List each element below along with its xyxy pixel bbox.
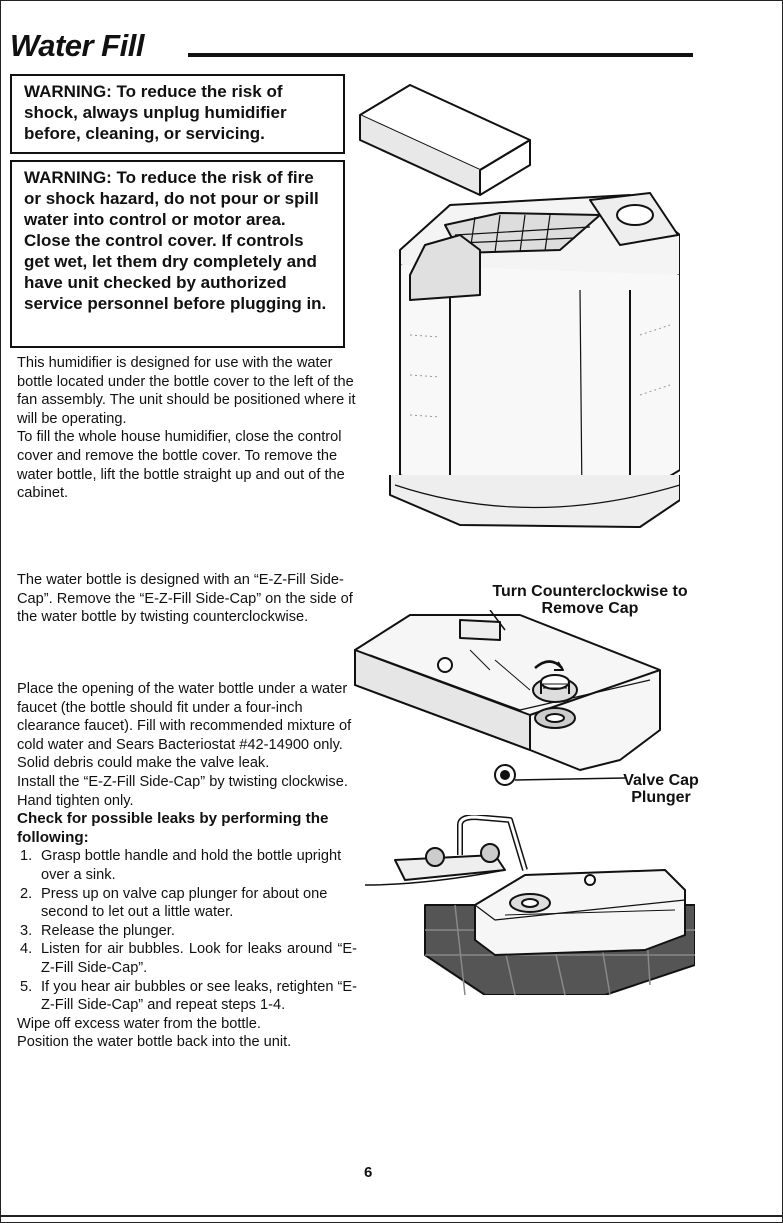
install-paragraph: Install the “E-Z-Fill Side-Cap” by twist… (17, 773, 348, 809)
page-bottom-rule (0, 1215, 783, 1217)
intro-paragraph: This humidifier is designed for use with… (17, 355, 356, 427)
fill-paragraph: To fill the whole house humidifier, clos… (17, 429, 345, 502)
intro-text-block: This humidifier is designed for use with… (17, 354, 357, 503)
faucet-paragraph: Place the opening of the water bottle un… (17, 681, 352, 772)
leak-check-steps: 1.Grasp bottle handle and hold the bottl… (17, 847, 357, 1014)
bottle-under-faucet-illustration (365, 815, 695, 995)
humidifier-illustration (359, 84, 680, 528)
step-item: 2.Press up on valve cap plunger for abou… (20, 885, 328, 921)
step-item: 3.Release the plunger. (20, 922, 175, 939)
warning-box-fire: WARNING: To reduce the risk of fire or s… (10, 160, 345, 348)
instructions-block: Place the opening of the water bottle un… (17, 680, 357, 1052)
section-title: Water Fill (10, 28, 144, 63)
wipe-paragraph: Wipe off excess water from the bottle. (17, 1015, 261, 1032)
position-paragraph: Position the water bottle back into the … (17, 1034, 292, 1051)
water-bottle-cap-illustration (354, 610, 661, 786)
callout-remove-cap: Turn Counterclockwise to Remove Cap (492, 583, 688, 617)
callout-valve-cap-plunger: Valve Cap Plunger (623, 772, 699, 806)
step-item: 5.If you hear air bubbles or see leaks, … (20, 978, 357, 1014)
title-rule (188, 53, 693, 57)
warning-box-shock: WARNING: To reduce the risk of shock, al… (10, 74, 345, 154)
check-leaks-heading: Check for possible leaks by performing t… (17, 810, 329, 846)
cap-paragraph: The water bottle is designed with an “E-… (17, 572, 353, 626)
step-item: 4.Listen for air bubbles. Look for leaks… (20, 941, 357, 976)
page-number: 6 (364, 1164, 373, 1181)
step-item: 1.Grasp bottle handle and hold the bottl… (20, 848, 342, 883)
